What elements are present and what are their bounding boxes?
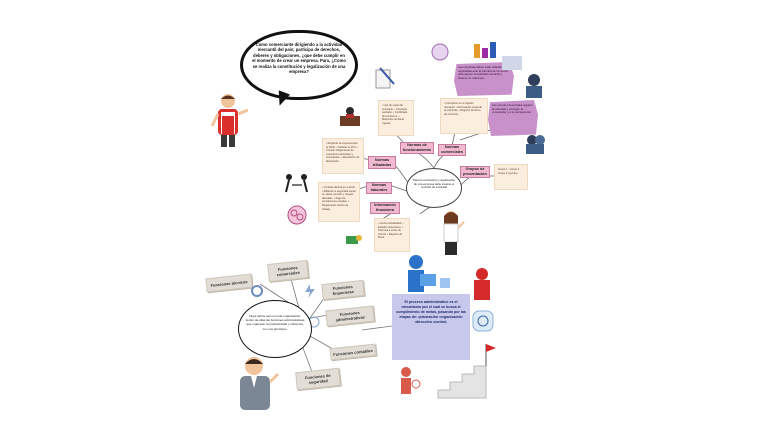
fayol-text: Fayol define seis en toda organización, …: [245, 314, 305, 331]
puzzle-figures-illustration: [408, 255, 490, 300]
note-text: • Contrato laboral por escrito. • Afilia…: [322, 186, 356, 211]
icon-stairs-flag: [437, 344, 496, 399]
note-text: Grupo 1 · Grupo 2 · Grupo 3 (pymes): [498, 168, 521, 175]
process-text: El proceso administrativo es el mecanism…: [396, 300, 466, 324]
label-text: Normas comerciales: [441, 145, 463, 154]
note-text: • Registrar la empresa ante la DIAN. • S…: [326, 142, 360, 163]
note-comerciales: • Inscripción en el registro mercantil. …: [440, 98, 488, 134]
fayol-oval: Fayol define seis en toda organización, …: [238, 300, 312, 358]
icon-desk-worker: [340, 107, 360, 126]
label-text: Normas de funcionamiento: [402, 143, 432, 152]
icon-cluster-top: [431, 42, 545, 154]
note-text: • Uso de suelo del municipio. • Concepto…: [382, 104, 408, 125]
note-text: • Llevar contabilidad. • Estados financi…: [378, 222, 404, 240]
label-text: Normas laborales: [370, 183, 388, 192]
center-topic-cloud: Para la constitución y legalización de u…: [406, 168, 462, 208]
question-bubble: Como comerciante dirigiendo a la activid…: [240, 30, 358, 100]
note-laborales: • Contrato laboral por escrito. • Afilia…: [318, 182, 360, 222]
icon-person-gears: [401, 367, 421, 394]
center-topic-text: Para la constitución y legalización de u…: [413, 178, 455, 190]
note-text: • Inscripción en el registro mercantil. …: [444, 102, 482, 116]
note-tributarias: • Registrar la empresa ante la DIAN. • S…: [322, 138, 364, 174]
question-text: Como comerciante dirigiendo a la activid…: [252, 42, 346, 75]
icon-lightning: [305, 284, 315, 298]
note-financiera: • Llevar contabilidad. • Estados financi…: [374, 218, 410, 252]
label-informacion-financiera: Información financiera: [370, 202, 400, 214]
label-normas-tributarias: Normas tributarias: [368, 156, 396, 169]
function-label: Funciones contables: [332, 347, 374, 357]
function-label: Funciones técnicas: [210, 278, 248, 288]
function-label: Funciones financieras: [332, 283, 355, 297]
icon-brain-gears: [287, 205, 307, 225]
note-text: Las normas comerciales regulan la activi…: [492, 103, 533, 115]
businessman-illustration: [240, 357, 280, 410]
icon-gear: [251, 285, 263, 297]
label-normas-comerciales: Normas comerciales: [438, 144, 466, 156]
icon-pen-document: [375, 67, 395, 89]
label-grupos-presentacion: Grupos de presentación: [460, 166, 490, 178]
icon-money-hand: [346, 235, 362, 244]
label-normas-funcionamiento: Normas de funcionamiento: [400, 142, 434, 154]
icon-target: [472, 310, 494, 332]
process-box: El proceso administrativo es el mecanism…: [392, 294, 470, 360]
businesswoman-illustration: [443, 211, 465, 255]
function-label: Funciones de seguridad: [304, 372, 331, 385]
icon-people-meeting: [285, 174, 308, 193]
label-text: Grupos de presentación: [463, 167, 487, 176]
note-presentacion: Grupo 1 · Grupo 2 · Grupo 3 (pymes): [494, 164, 528, 190]
label-text: Normas tributarias: [372, 157, 392, 167]
function-label: Funciones administrativas: [335, 309, 366, 323]
purple-note-right: Las normas comerciales regulan la activi…: [488, 100, 538, 136]
waiter-illustration: [210, 94, 248, 147]
note-text: Las empresas deben estar debidamente reg…: [458, 65, 509, 80]
function-label: Funciones comerciales: [276, 264, 301, 278]
label-text: Información financiera: [374, 203, 396, 212]
note-funcionamiento: • Uso de suelo del municipio. • Concepto…: [378, 100, 414, 136]
label-normas-laborales: Normas laborales: [366, 182, 392, 194]
